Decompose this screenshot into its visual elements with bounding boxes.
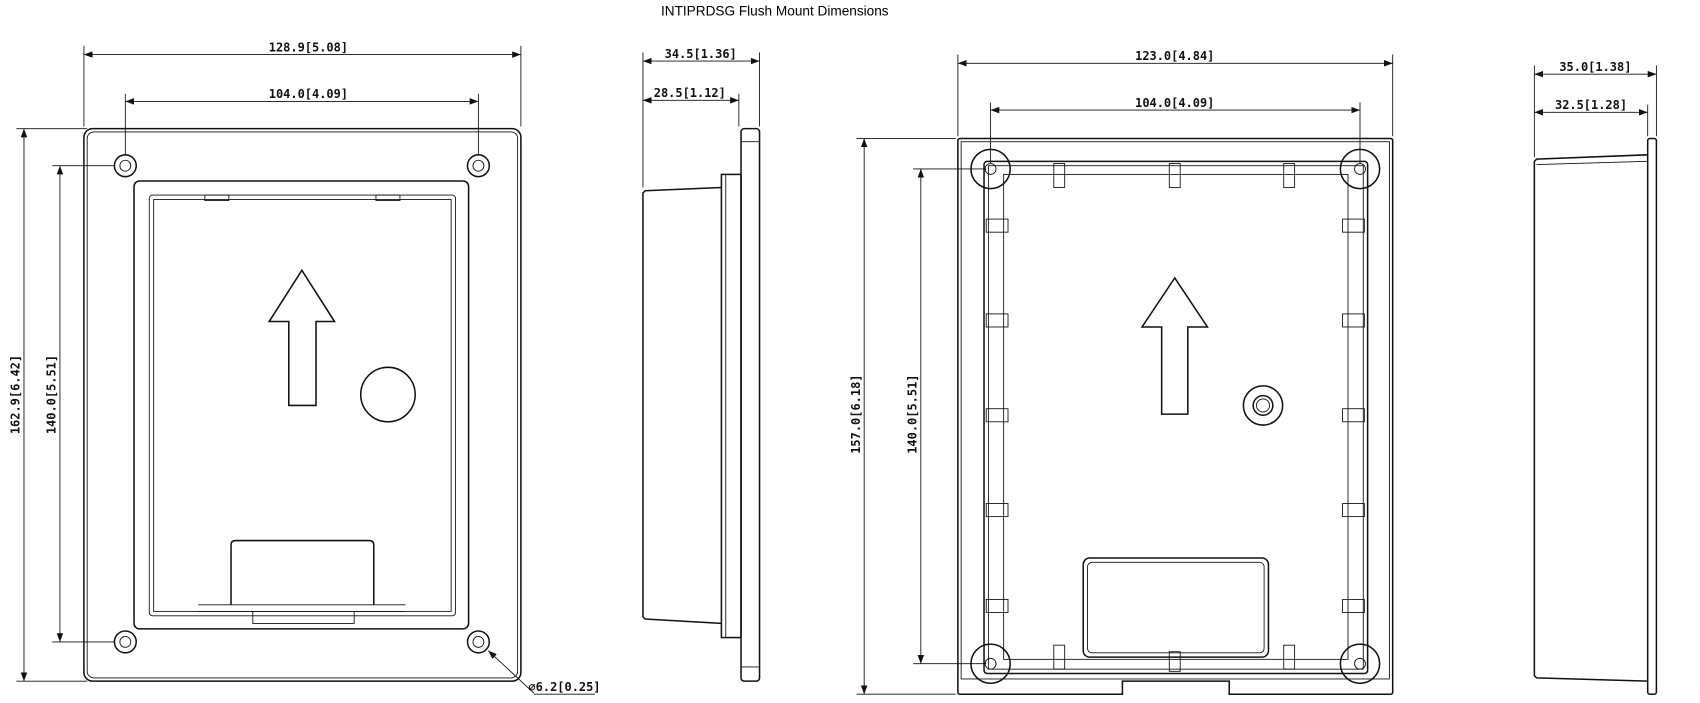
dim-box-hole-spacing-width: 104.0[4.09] xyxy=(1135,96,1214,110)
dim-hole-spacing-width: 104.0[4.09] xyxy=(269,87,348,101)
drawing-title: INTIPRDSG Flush Mount Dimensions xyxy=(661,3,889,18)
dim-overall-height: 162.9[6.42] xyxy=(9,355,23,434)
dim-box-body-depth: 32.5[1.28] xyxy=(1555,98,1627,112)
cable-hole xyxy=(359,366,416,423)
front-view: 128.9[5.08] 104.0[4.09] 162.9[6.42] 140.… xyxy=(9,40,601,695)
up-arrow-icon xyxy=(267,268,336,407)
dim-box-overall-height: 157.0[6.18] xyxy=(849,375,863,454)
mounting-holes xyxy=(113,154,491,654)
dim-box-overall-width: 123.0[4.84] xyxy=(1135,49,1214,63)
dim-box-overall-depth: 35.0[1.38] xyxy=(1559,60,1631,74)
dim-hole-spacing-height: 140.0[5.51] xyxy=(45,355,59,434)
dim-body-depth: 28.5[1.12] xyxy=(654,86,726,100)
side-view: 34.5[1.36] 28.5[1.12] xyxy=(642,47,761,682)
dim-overall-width: 128.9[5.08] xyxy=(269,40,348,54)
back-box-view: 123.0[4.84] 104.0[4.09] 157.0[6.18] 140.… xyxy=(849,49,1394,695)
dim-hole-diameter: ⌀6.2[0.25] xyxy=(528,680,600,694)
knob xyxy=(1242,385,1284,426)
clips xyxy=(985,163,1365,672)
dim-overall-depth: 34.5[1.36] xyxy=(665,47,737,61)
dim-box-hole-spacing-height: 140.0[5.51] xyxy=(905,375,919,454)
back-box-side-view: 35.0[1.38] 32.5[1.28] xyxy=(1533,60,1658,695)
up-arrow-icon xyxy=(1140,276,1209,415)
mounting-holes xyxy=(970,148,1381,685)
